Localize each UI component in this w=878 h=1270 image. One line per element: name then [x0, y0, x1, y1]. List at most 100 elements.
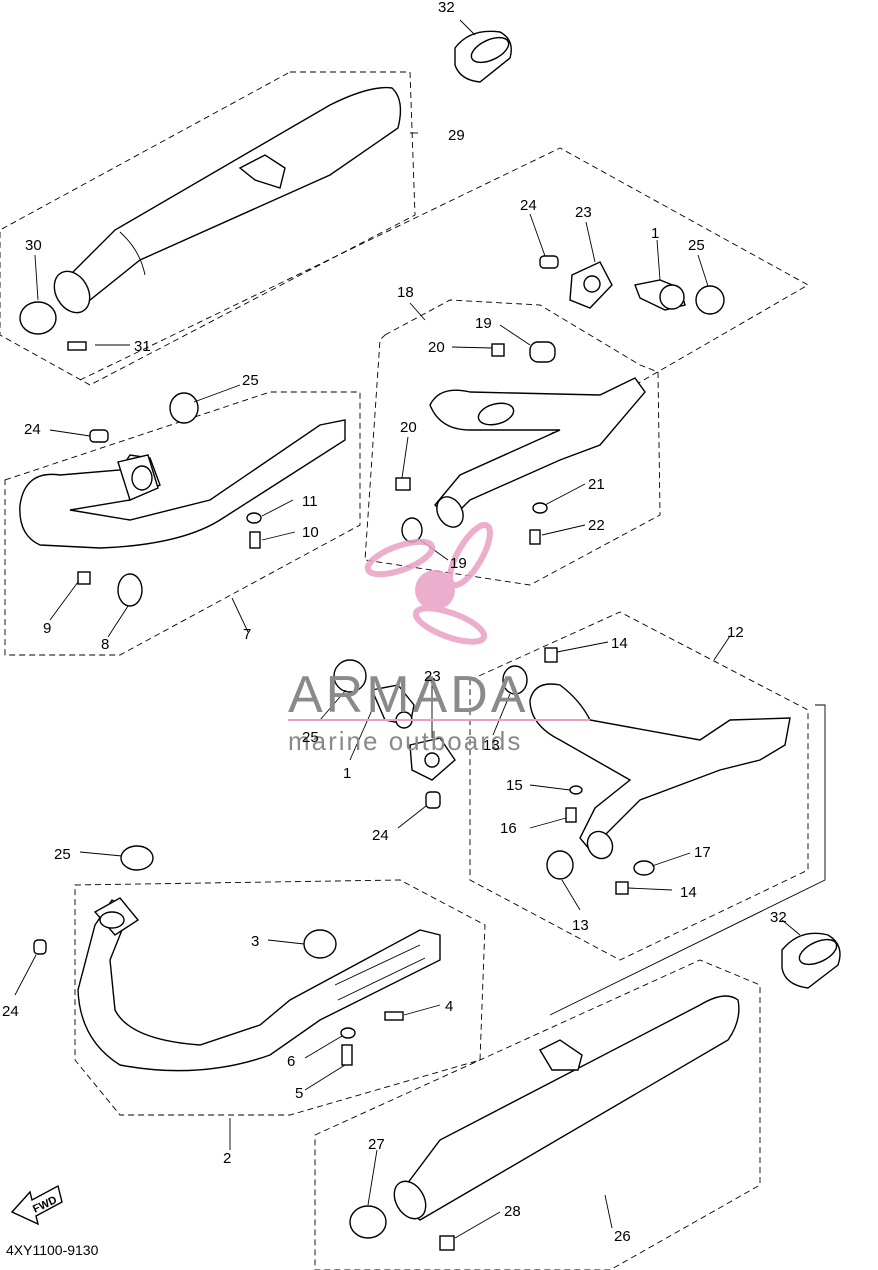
callout-19: 19 — [450, 555, 467, 572]
bolt-16 — [565, 807, 577, 823]
bolt-14-lower — [615, 881, 629, 895]
callout-24: 24 — [24, 421, 41, 438]
callout-25: 25 — [54, 846, 71, 863]
callout-6: 6 — [287, 1053, 295, 1070]
front-pipe-7 — [19, 419, 346, 549]
callout-31: 31 — [134, 338, 151, 355]
callout-23: 23 — [424, 668, 441, 685]
muffler-upper — [53, 86, 402, 314]
sleeve-19-lower — [401, 517, 423, 543]
callout-1: 1 — [651, 225, 659, 242]
callout-24: 24 — [520, 197, 537, 214]
callout-21: 21 — [588, 476, 605, 493]
joint-1-upper — [634, 279, 686, 311]
stud-24-lower — [33, 939, 47, 955]
bolt-9 — [77, 571, 91, 585]
callout-23: 23 — [575, 204, 592, 221]
callout-9: 9 — [43, 620, 51, 637]
callout-24: 24 — [2, 1003, 19, 1020]
washer-6 — [340, 1027, 356, 1039]
group-upper-band — [79, 147, 809, 441]
sleeve-13-lower — [546, 850, 574, 880]
group-muffler-upper — [0, 71, 416, 386]
stud-24-mid — [425, 791, 441, 809]
group-front-pipe-upper — [4, 391, 361, 656]
fwd-label: FWD — [31, 1194, 59, 1215]
diagram-code: 4XY1100-9130 — [6, 1242, 99, 1258]
callout-24: 24 — [372, 827, 389, 844]
callout-7: 7 — [243, 626, 251, 643]
callout-5: 5 — [295, 1085, 303, 1102]
callout-16: 16 — [500, 820, 517, 837]
group-outlines — [0, 71, 826, 1270]
muffler-lower — [393, 995, 740, 1221]
watermark-logo: ARMADA marine outboards — [288, 521, 590, 756]
ring-25-lower — [120, 845, 154, 871]
propeller-icon — [364, 521, 493, 645]
group-lower-band — [549, 704, 826, 1016]
stud-24-front — [89, 429, 109, 443]
bolt-14-upper — [544, 647, 558, 663]
watermark-brand: ARMADA — [288, 666, 528, 724]
bolt-20b — [395, 477, 411, 491]
ring-25-upper — [695, 285, 725, 315]
callout-13: 13 — [572, 917, 589, 934]
ring-27 — [349, 1205, 387, 1239]
callout-20: 20 — [428, 339, 445, 356]
end-cap-lower — [781, 932, 841, 989]
bolt-31 — [67, 341, 87, 351]
bolt-28 — [439, 1235, 455, 1251]
callout-14: 14 — [680, 884, 697, 901]
washer-11 — [246, 512, 262, 524]
callout-22: 22 — [588, 517, 605, 534]
gasket-23-lower — [409, 737, 456, 781]
callout-labels: 32 29 30 31 24 23 1 25 18 19 20 20 21 22… — [2, 0, 787, 1245]
ring-30 — [19, 301, 57, 335]
callout-13: 13 — [483, 737, 500, 754]
end-cap-upper — [454, 30, 512, 83]
bolt-10 — [249, 531, 261, 549]
callout-2: 2 — [223, 1150, 231, 1167]
callout-18: 18 — [397, 284, 414, 301]
bolt-22 — [529, 529, 541, 545]
callout-29: 29 — [448, 127, 465, 144]
ring-25-front — [169, 392, 199, 424]
bolt-4 — [384, 1011, 404, 1021]
group-rear-pipe — [364, 299, 661, 586]
forward-arrow-icon: FWD — [10, 1184, 63, 1226]
callout-3: 3 — [251, 933, 259, 950]
group-muffler-lower — [314, 959, 761, 1270]
stud-24-upper — [539, 255, 559, 269]
callout-26: 26 — [614, 1228, 631, 1245]
nut-15 — [569, 785, 583, 795]
callout-28: 28 — [504, 1203, 521, 1220]
callout-17: 17 — [694, 844, 711, 861]
callout-20: 20 — [400, 419, 417, 436]
watermark-tagline: marine outboards — [288, 726, 522, 756]
callout-10: 10 — [302, 524, 319, 541]
callout-27: 27 — [368, 1136, 385, 1153]
callout-32: 32 — [770, 909, 787, 926]
rear-pipe-12 — [529, 683, 791, 860]
callout-1: 1 — [343, 765, 351, 782]
gasket-23-upper — [569, 261, 613, 309]
callout-4: 4 — [445, 998, 453, 1015]
ring-8 — [117, 573, 143, 607]
callout-25: 25 — [242, 372, 259, 389]
callout-25: 25 — [688, 237, 705, 254]
bolt-20a — [491, 343, 505, 357]
ring-25-mid — [333, 659, 367, 693]
callout-8: 8 — [101, 636, 109, 653]
cap-19-upper — [529, 341, 556, 363]
bolt-5 — [341, 1044, 353, 1066]
callout-19: 19 — [475, 315, 492, 332]
callout-11: 11 — [302, 493, 318, 510]
callout-32: 32 — [438, 0, 455, 16]
nut-17 — [633, 860, 655, 876]
sleeve-13-upper — [502, 665, 528, 695]
nut-21 — [532, 502, 548, 514]
group-front-pipe-lower — [74, 879, 486, 1116]
callout-14: 14 — [611, 635, 628, 652]
